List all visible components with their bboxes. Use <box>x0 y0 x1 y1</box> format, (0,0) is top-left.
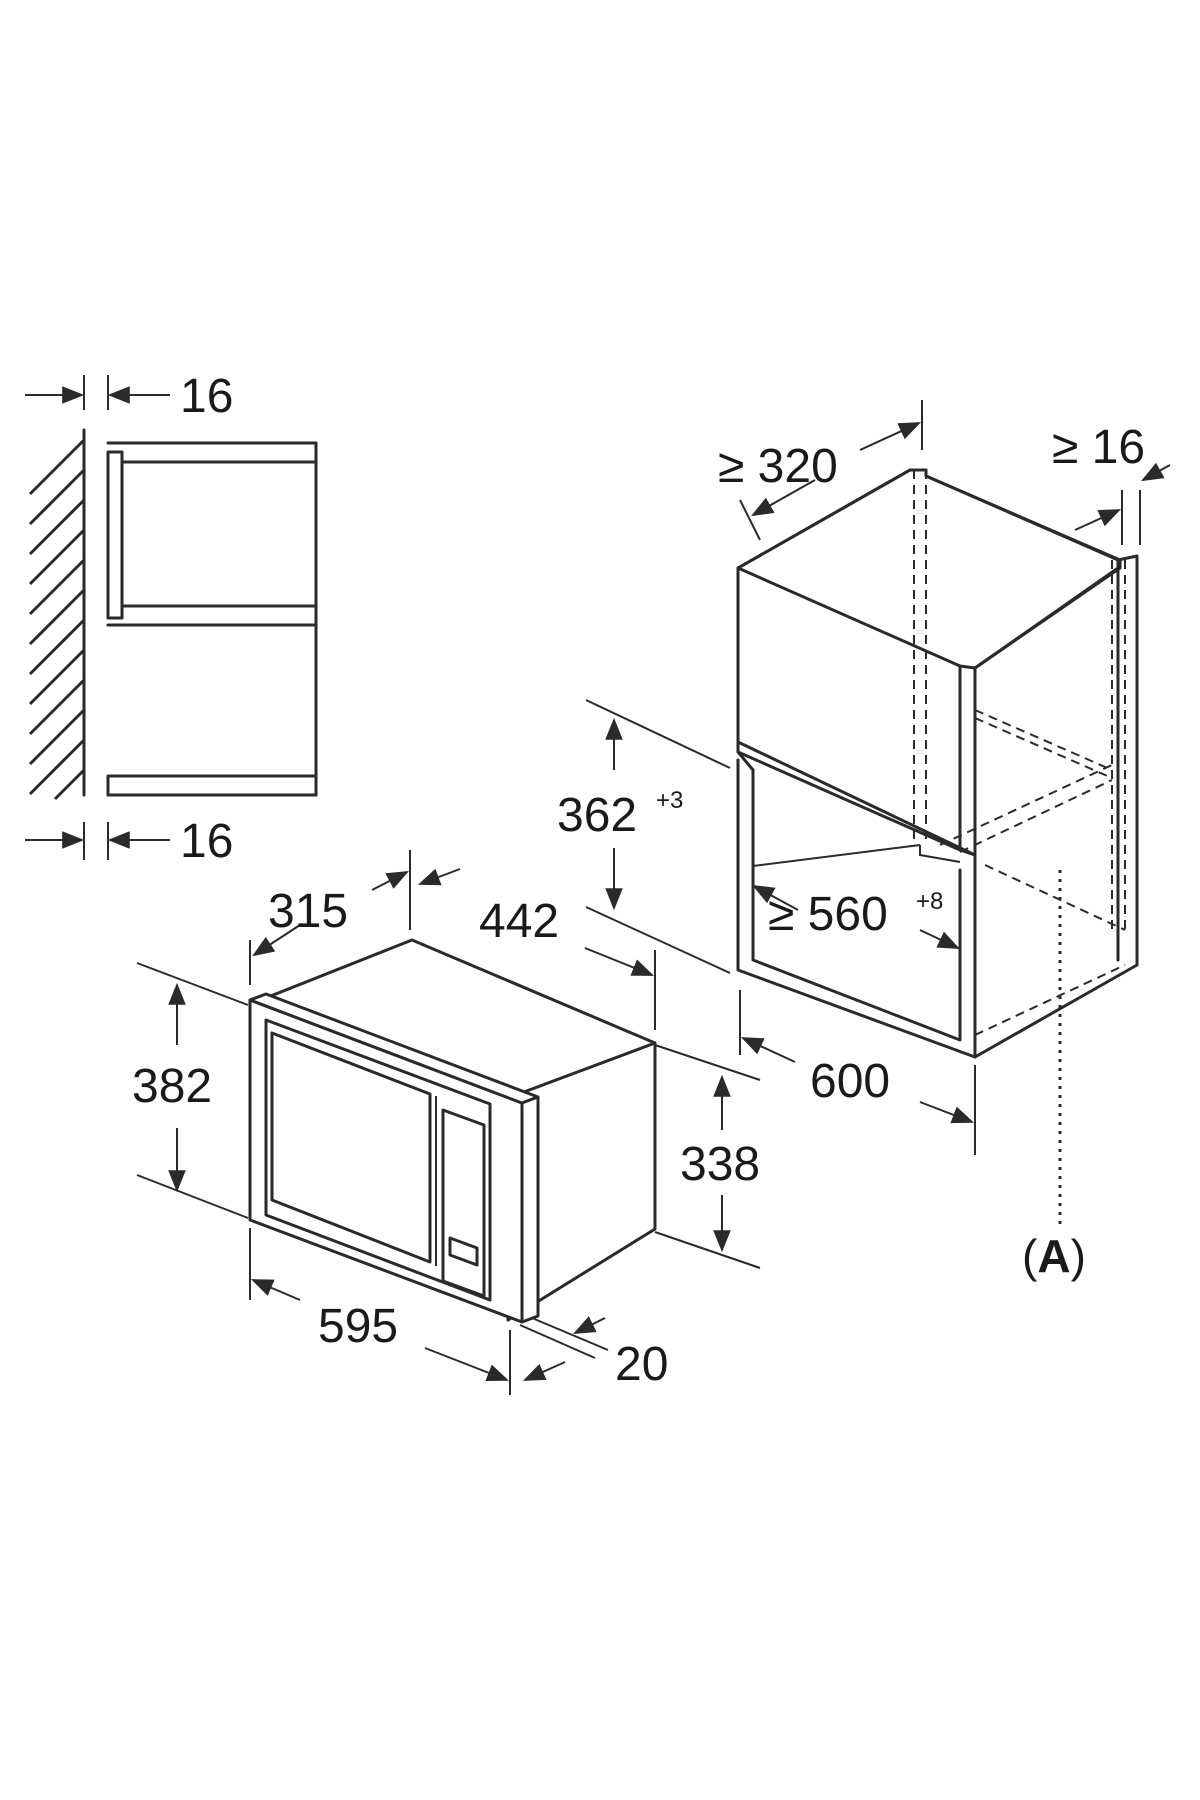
dim-label: 20 <box>615 1338 668 1391</box>
dim-side-bottom: 16 <box>25 815 233 868</box>
dim-label: 600 <box>810 1055 890 1108</box>
dim-niche-depth: ≥ 320 <box>718 400 923 541</box>
dim-label: 315 <box>268 885 348 938</box>
door-strip <box>106 450 124 620</box>
hidden-edges <box>913 470 1126 1036</box>
dim-niche-width: ≥ 560 +8 <box>752 884 960 949</box>
frame-side-edge <box>520 1095 540 1324</box>
dim-cabinet-width: 600 <box>739 990 976 1155</box>
dim-label: ≥ 16 <box>1052 421 1145 474</box>
dim-label: ≥ 320 <box>718 440 838 493</box>
dim-label: 362 <box>557 789 637 842</box>
dim-side-top: 16 <box>25 370 233 423</box>
control-panel <box>441 1108 486 1298</box>
dim-label: 16 <box>180 370 233 423</box>
dim-label: 382 <box>132 1060 212 1113</box>
dim-label: ≥ 560 <box>768 888 888 941</box>
dim-appliance-width: 595 <box>249 1228 511 1395</box>
door-outer <box>264 1018 492 1302</box>
dim-tolerance: +8 <box>916 888 943 915</box>
door-window <box>270 1031 432 1264</box>
dim-appliance-body-height: 338 <box>654 1044 761 1269</box>
reference-label: (A) <box>1022 1230 1086 1282</box>
wall-hatching <box>28 438 86 801</box>
dim-appliance-depth: 315 <box>249 850 411 985</box>
dim-label: 595 <box>318 1300 398 1353</box>
cabinet-upper-outline <box>736 468 1122 857</box>
dim-niche-height: 362 +3 <box>557 699 731 974</box>
bottom-board <box>106 774 318 797</box>
dim-appliance-height: 382 <box>132 962 249 1219</box>
dim-label: 338 <box>680 1138 760 1191</box>
cabinet-section <box>106 441 318 797</box>
display <box>448 1236 479 1267</box>
dim-label: 442 <box>479 895 559 948</box>
dim-niche-side: ≥ 16 <box>1052 421 1171 545</box>
dim-label: 16 <box>180 815 233 868</box>
side-view: 16 16 <box>25 370 318 868</box>
dim-tolerance: +3 <box>656 787 683 814</box>
niche-view: (A) ≥ 320 ≥ 16 362 +3 <box>557 400 1171 1282</box>
appliance-view: 315 442 382 338 <box>132 850 761 1395</box>
dim-appliance-body-width: 442 <box>417 868 656 1030</box>
dim-frame-thickness: 20 <box>519 1316 668 1391</box>
